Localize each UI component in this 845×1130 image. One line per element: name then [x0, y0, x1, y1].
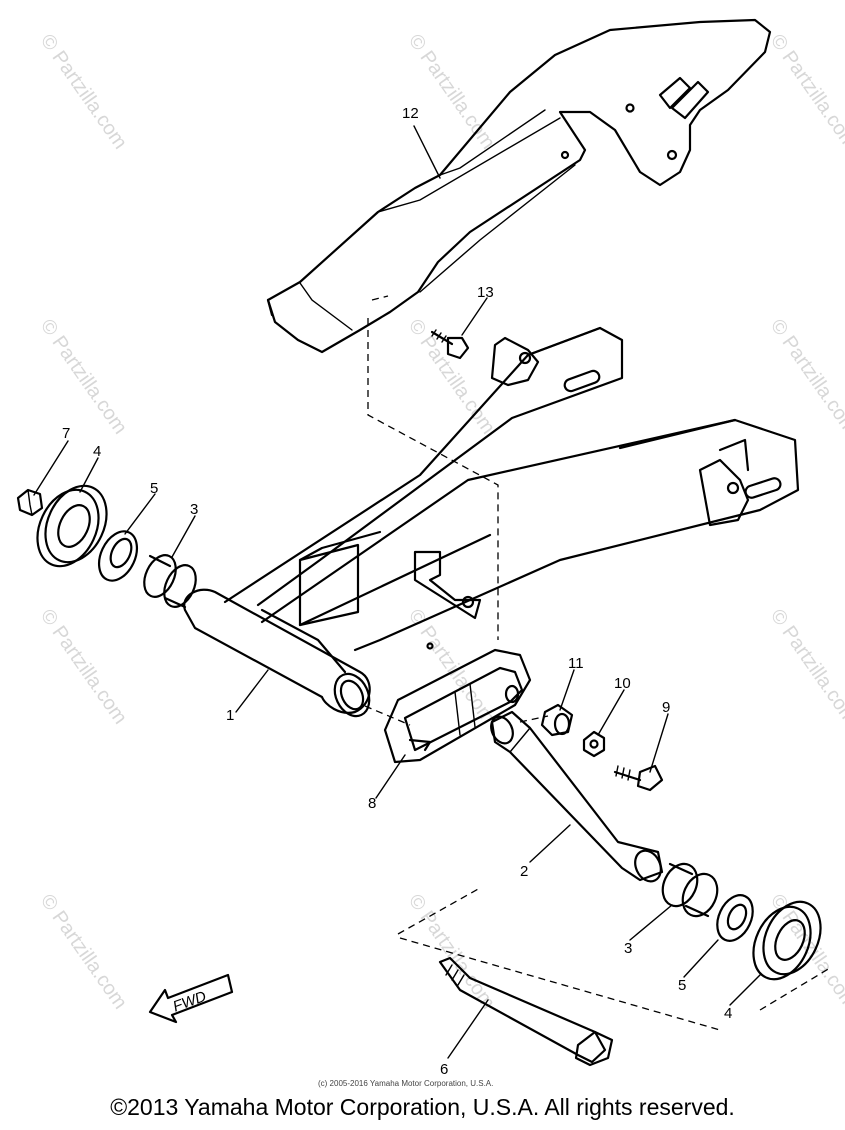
callouts: 12 13 7 4 5 3 1 11 10 9 8 2 3 5 4 6: [62, 105, 732, 1078]
part-8-chain-puller: [383, 648, 532, 764]
part-11-collar: [540, 703, 574, 737]
part-3-bushing-right: [661, 862, 719, 918]
part-1-swingarm: [183, 326, 800, 718]
watermark-9: © Partzilla.com: [766, 605, 845, 728]
watermark-10: © Partzilla.com: [36, 890, 131, 1013]
callout-5-left: 5: [150, 480, 158, 497]
watermark-5: © Partzilla.com: [404, 315, 499, 438]
callout-9: 9: [662, 699, 670, 716]
callout-4-right: 4: [724, 1005, 732, 1022]
part-4-dust-cover-right: [752, 900, 822, 981]
callout-3-left: 3: [190, 501, 198, 518]
part-7-grease-nipple: [16, 488, 44, 517]
callout-7: 7: [62, 425, 70, 442]
callout-3-right: 3: [624, 940, 632, 957]
part-3-bushing-left: [143, 554, 197, 609]
callout-1: 1: [226, 707, 234, 724]
watermark-1: © Partzilla.com: [36, 30, 131, 153]
part-5-washer-left: [97, 530, 139, 582]
part-13-bolt: [430, 329, 470, 360]
part-10-nut: [582, 730, 606, 758]
fwd-arrow-icon: FWD: [148, 973, 234, 1024]
callout-13: 13: [477, 284, 494, 301]
callout-5-right: 5: [678, 977, 686, 994]
part-4-dust-cover-left: [36, 484, 108, 568]
callout-6: 6: [440, 1061, 448, 1078]
watermark-3: © Partzilla.com: [766, 30, 845, 153]
watermark-6: © Partzilla.com: [766, 315, 845, 438]
watermark-4: © Partzilla.com: [36, 315, 131, 438]
mount-reference-line: [367, 295, 499, 640]
callout-8: 8: [368, 795, 376, 812]
watermark-7: © Partzilla.com: [36, 605, 131, 728]
callout-10: 10: [614, 675, 631, 692]
leader-lines: [33, 125, 761, 1059]
fwd-label: FWD: [171, 988, 209, 1016]
small-copyright: (c) 2005-2016 Yamaha Motor Corporation, …: [318, 1079, 493, 1088]
part-5-washer-right: [716, 894, 754, 942]
watermark-11: © Partzilla.com: [404, 890, 499, 1013]
callout-4-left: 4: [93, 443, 101, 460]
callout-11: 11: [568, 655, 584, 672]
shaft-reference-line: [364, 705, 549, 726]
part-6-pivot-bolt: [438, 956, 614, 1067]
part-9-bolt: [613, 764, 664, 792]
assembly-reference-line: [397, 887, 831, 1031]
part-12-chain-guard: [266, 18, 772, 354]
callout-12: 12: [402, 105, 419, 122]
callout-2: 2: [520, 863, 528, 880]
copyright-notice: ©2013 Yamaha Motor Corporation, U.S.A. A…: [110, 1094, 735, 1120]
part-2-pivot-shaft: [490, 710, 664, 883]
